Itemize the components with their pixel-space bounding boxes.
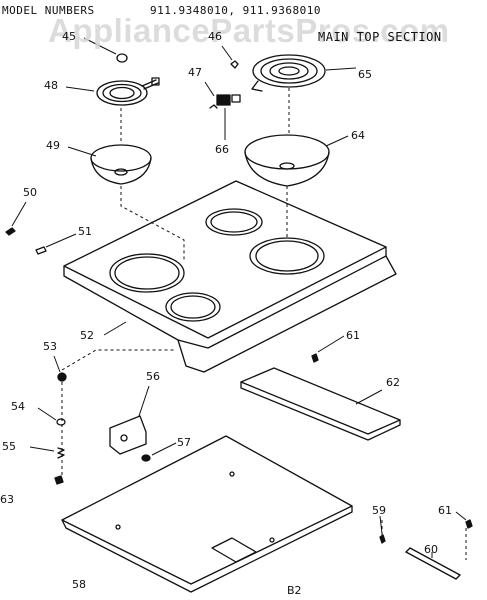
guide-line-49-cooktop xyxy=(120,186,185,262)
part-48-small-coil-element xyxy=(96,77,160,106)
part-47-terminal-block xyxy=(209,94,241,109)
callout-53: 53 xyxy=(43,340,57,353)
callout-65: 65 xyxy=(358,68,372,81)
callout-57: 57 xyxy=(177,436,191,449)
part-61-screw-lower xyxy=(465,519,473,529)
callout-66: 66 xyxy=(215,143,229,156)
callout-49: 49 xyxy=(46,139,60,152)
part-52-cooktop xyxy=(63,180,397,373)
leader-line-64 xyxy=(325,135,349,147)
callout-60: 60 xyxy=(424,543,438,556)
part-58-bottom-pan xyxy=(61,435,353,593)
callout-47: 47 xyxy=(188,66,202,79)
watermark: AppliancePartsPros.com xyxy=(48,12,450,49)
callout-58: 58 xyxy=(72,578,86,591)
part-54-washer xyxy=(56,418,66,426)
part-62-panel xyxy=(240,367,401,441)
part-64-large-drip-pan xyxy=(244,134,330,187)
callout-59: 59 xyxy=(372,504,386,517)
part-45-ring xyxy=(116,53,128,63)
callout-54: 54 xyxy=(11,400,25,413)
leader-line-59 xyxy=(379,515,383,535)
leader-line-51 xyxy=(45,233,77,248)
callout-46: 46 xyxy=(208,30,222,43)
callout-50: 50 xyxy=(23,186,37,199)
leader-line-52 xyxy=(103,321,127,336)
part-51-screw xyxy=(35,246,47,255)
page-number: B2 xyxy=(287,584,302,597)
model-numbers-values: 911.9348010, 911.9368010 xyxy=(150,4,321,17)
part-65-large-coil-element xyxy=(251,54,326,92)
callout-61-lower: 61 xyxy=(438,504,452,517)
leader-line-57 xyxy=(151,442,177,456)
part-63-clip xyxy=(54,475,64,485)
model-numbers-label: MODEL NUMBERS xyxy=(2,4,95,17)
part-59-screw xyxy=(379,534,386,544)
callout-61: 61 xyxy=(346,329,360,342)
guide-line-cooktop-knob xyxy=(61,349,176,371)
callout-45: 45 xyxy=(62,30,76,43)
leader-line-61-lower xyxy=(455,511,467,521)
section-title: MAIN TOP SECTION xyxy=(318,30,442,44)
callout-56: 56 xyxy=(146,370,160,383)
callout-62: 62 xyxy=(386,376,400,389)
part-49-small-drip-pan xyxy=(90,144,152,185)
leader-line-54 xyxy=(37,407,57,421)
leader-line-46 xyxy=(221,45,233,61)
part-53-knob xyxy=(57,372,67,382)
callout-51: 51 xyxy=(78,225,92,238)
part-60-rail xyxy=(405,547,461,580)
leader-line-65 xyxy=(325,67,357,71)
callout-64: 64 xyxy=(351,129,365,142)
leader-line-55 xyxy=(29,446,55,452)
leader-line-62 xyxy=(355,389,383,405)
callout-63: 63 xyxy=(0,493,14,506)
callout-48: 48 xyxy=(44,79,58,92)
leader-line-45 xyxy=(83,37,117,55)
part-50-screw xyxy=(5,227,16,236)
leader-line-48 xyxy=(65,86,95,92)
callout-52: 52 xyxy=(80,329,94,342)
leader-line-56 xyxy=(138,385,150,417)
leader-line-61 xyxy=(317,335,345,353)
part-61-screw xyxy=(311,353,319,363)
leader-line-53 xyxy=(53,355,61,373)
callout-55: 55 xyxy=(2,440,16,453)
leader-line-49 xyxy=(67,146,97,157)
part-46-clip xyxy=(230,60,239,69)
leader-line-50 xyxy=(11,201,27,227)
part-55-spring xyxy=(57,447,65,459)
part-57-screw xyxy=(141,454,151,462)
part-56-bracket xyxy=(109,415,147,455)
leader-line-47 xyxy=(204,81,215,97)
